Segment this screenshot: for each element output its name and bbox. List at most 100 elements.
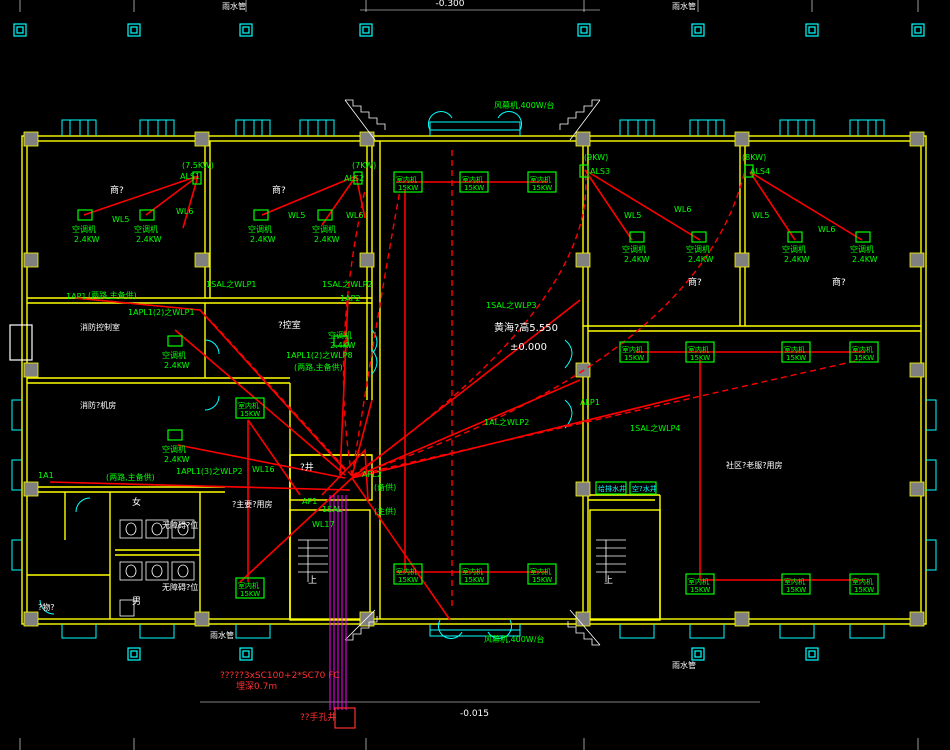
structural-columns — [23, 131, 925, 627]
circuit-wl6-c: WL6 — [674, 205, 691, 214]
drain-label-top-right: 雨水管 — [672, 1, 696, 11]
panel-als2: ALS2 — [344, 174, 364, 183]
room-control: ?控室 — [278, 319, 301, 331]
handhole-label: ??手孔井 — [300, 711, 337, 723]
roof-elevation: 黄海?高5.550 — [494, 321, 558, 334]
svg-text:2.4KW: 2.4KW — [624, 255, 650, 264]
svg-text:空调机: 空调机 — [850, 244, 874, 254]
circuit-wl6-d: WL6 — [818, 225, 835, 234]
circuit-1apl1-wlp8: 1APL1(2)之WLP8 — [286, 350, 353, 360]
panel-1ap1: 1AP1 — [66, 292, 86, 301]
svg-text:2.4KW: 2.4KW — [136, 235, 162, 244]
water-well-label: 空?水井 — [632, 484, 657, 493]
circuit-wl6-b: WL6 — [346, 211, 363, 220]
room-fire-control: 消防控制室 — [80, 322, 120, 332]
svg-text:室内机: 室内机 — [852, 345, 873, 354]
drain-label-top-left: 雨水管 — [222, 1, 246, 11]
top-elevation: -0.300 — [435, 0, 464, 9]
circuit-dual-3: (两路,主备供) — [106, 472, 155, 482]
svg-text:空调机: 空调机 — [328, 330, 352, 340]
circuit-1sal-wlp2: 1SAL之WLP2 — [322, 279, 373, 289]
room-community: 社区?老服?用房 — [726, 460, 783, 470]
svg-text:空调机: 空调机 — [162, 444, 186, 454]
svg-text:2.4KW: 2.4KW — [74, 235, 100, 244]
wall-fan-bottom: 风幕机,400W/台 — [484, 634, 544, 644]
svg-text:空调机: 空调机 — [782, 244, 806, 254]
panel-als4: ALS4 — [750, 167, 770, 176]
svg-text:2.4KW: 2.4KW — [164, 455, 190, 464]
panel-als3-power: (9KW) — [584, 153, 608, 162]
building-walls — [21, 135, 927, 625]
circuit-standby: (备供) — [374, 482, 396, 492]
circuit-1apl1-wlp1: 1APL1(2)之WLP1 — [128, 307, 195, 317]
meter-well-label: 给排水井 — [598, 484, 626, 493]
svg-text:15KW: 15KW — [240, 590, 260, 598]
cable-depth: 埋深0.7m — [236, 681, 277, 692]
svg-text:室内机: 室内机 — [396, 175, 417, 184]
panel-als1: ALS1 — [180, 172, 200, 181]
stair-up-left: 上 — [308, 575, 317, 586]
feeder-cables — [329, 495, 347, 710]
svg-text:2.4KW: 2.4KW — [250, 235, 276, 244]
svg-text:2.4KW: 2.4KW — [164, 361, 190, 370]
panel-als1-power: (7.5KW) — [182, 161, 214, 170]
room-women: 女 — [132, 496, 141, 508]
wall-fan-top: 风幕机,400W/台 — [494, 100, 554, 110]
room-accessible-2: 无障碍?位 — [162, 582, 198, 592]
svg-text:15KW: 15KW — [240, 410, 260, 418]
svg-text:室内机: 室内机 — [688, 577, 709, 586]
circuit-dual-2: (两路,主备供) — [294, 362, 343, 372]
handhole-box — [334, 707, 356, 729]
room-shop-right-2: 商? — [832, 276, 846, 288]
panel-1a1: 1A1 — [38, 471, 54, 480]
equipment — [77, 164, 879, 599]
svg-text:15KW: 15KW — [464, 184, 484, 192]
room-main: ?主要?用房 — [232, 499, 273, 509]
svg-text:室内机: 室内机 — [852, 577, 873, 586]
panel-1ap2: 1AP2 — [340, 294, 360, 303]
drain-label-bottom-left: 雨水管 — [210, 630, 234, 640]
svg-text:室内机: 室内机 — [238, 401, 259, 410]
svg-text:2.4KW: 2.4KW — [688, 255, 714, 264]
svg-text:室内机: 室内机 — [784, 577, 805, 586]
circuit-dual-1: (两路,主备供) — [88, 290, 137, 300]
power-circuits — [49, 169, 865, 621]
svg-text:15KW: 15KW — [464, 576, 484, 584]
svg-text:15KW: 15KW — [854, 354, 874, 362]
svg-text:室内机: 室内机 — [462, 567, 483, 576]
svg-text:15KW: 15KW — [532, 184, 552, 192]
grid-ticks — [19, 0, 919, 750]
stair-room-label: ?井 — [300, 461, 314, 473]
pipe-markers — [13, 23, 925, 661]
svg-text:空调机: 空调机 — [248, 224, 272, 234]
svg-text:15KW: 15KW — [532, 576, 552, 584]
panel-ap1: AP1 — [302, 497, 317, 506]
svg-text:15KW: 15KW — [854, 586, 874, 594]
circuit-wl5-a: WL5 — [112, 215, 129, 224]
room-shop-left-2: 商? — [272, 184, 286, 196]
svg-text:15KW: 15KW — [690, 586, 710, 594]
svg-text:2.4KW: 2.4KW — [784, 255, 810, 264]
svg-text:室内机: 室内机 — [688, 345, 709, 354]
circuit-wl5-b: WL5 — [288, 211, 305, 220]
panel-apl2: APL2 — [362, 470, 382, 479]
svg-text:室内机: 室内机 — [530, 567, 551, 576]
svg-text:空调机: 空调机 — [686, 244, 710, 254]
svg-text:室内机: 室内机 — [784, 345, 805, 354]
svg-text:空调机: 空调机 — [622, 244, 646, 254]
svg-text:15KW: 15KW — [690, 354, 710, 362]
windows — [11, 110, 937, 640]
room-shop-left-1: 商? — [110, 184, 124, 196]
circuit-1sal-wlp1: 1SAL之WLP1 — [206, 279, 257, 289]
circuit-1al-wlp2: 1AL之WLP2 — [484, 417, 529, 427]
svg-text:15KW: 15KW — [786, 586, 806, 594]
room-accessible-1: 无障碍?位 — [162, 520, 198, 530]
svg-text:2.4KW: 2.4KW — [314, 235, 340, 244]
circuit-wl5-d: WL5 — [752, 211, 769, 220]
panel-als2-power: (7KW) — [352, 161, 376, 170]
circuit-wl6-a: WL6 — [176, 207, 193, 216]
svg-text:空调机: 空调机 — [162, 350, 186, 360]
